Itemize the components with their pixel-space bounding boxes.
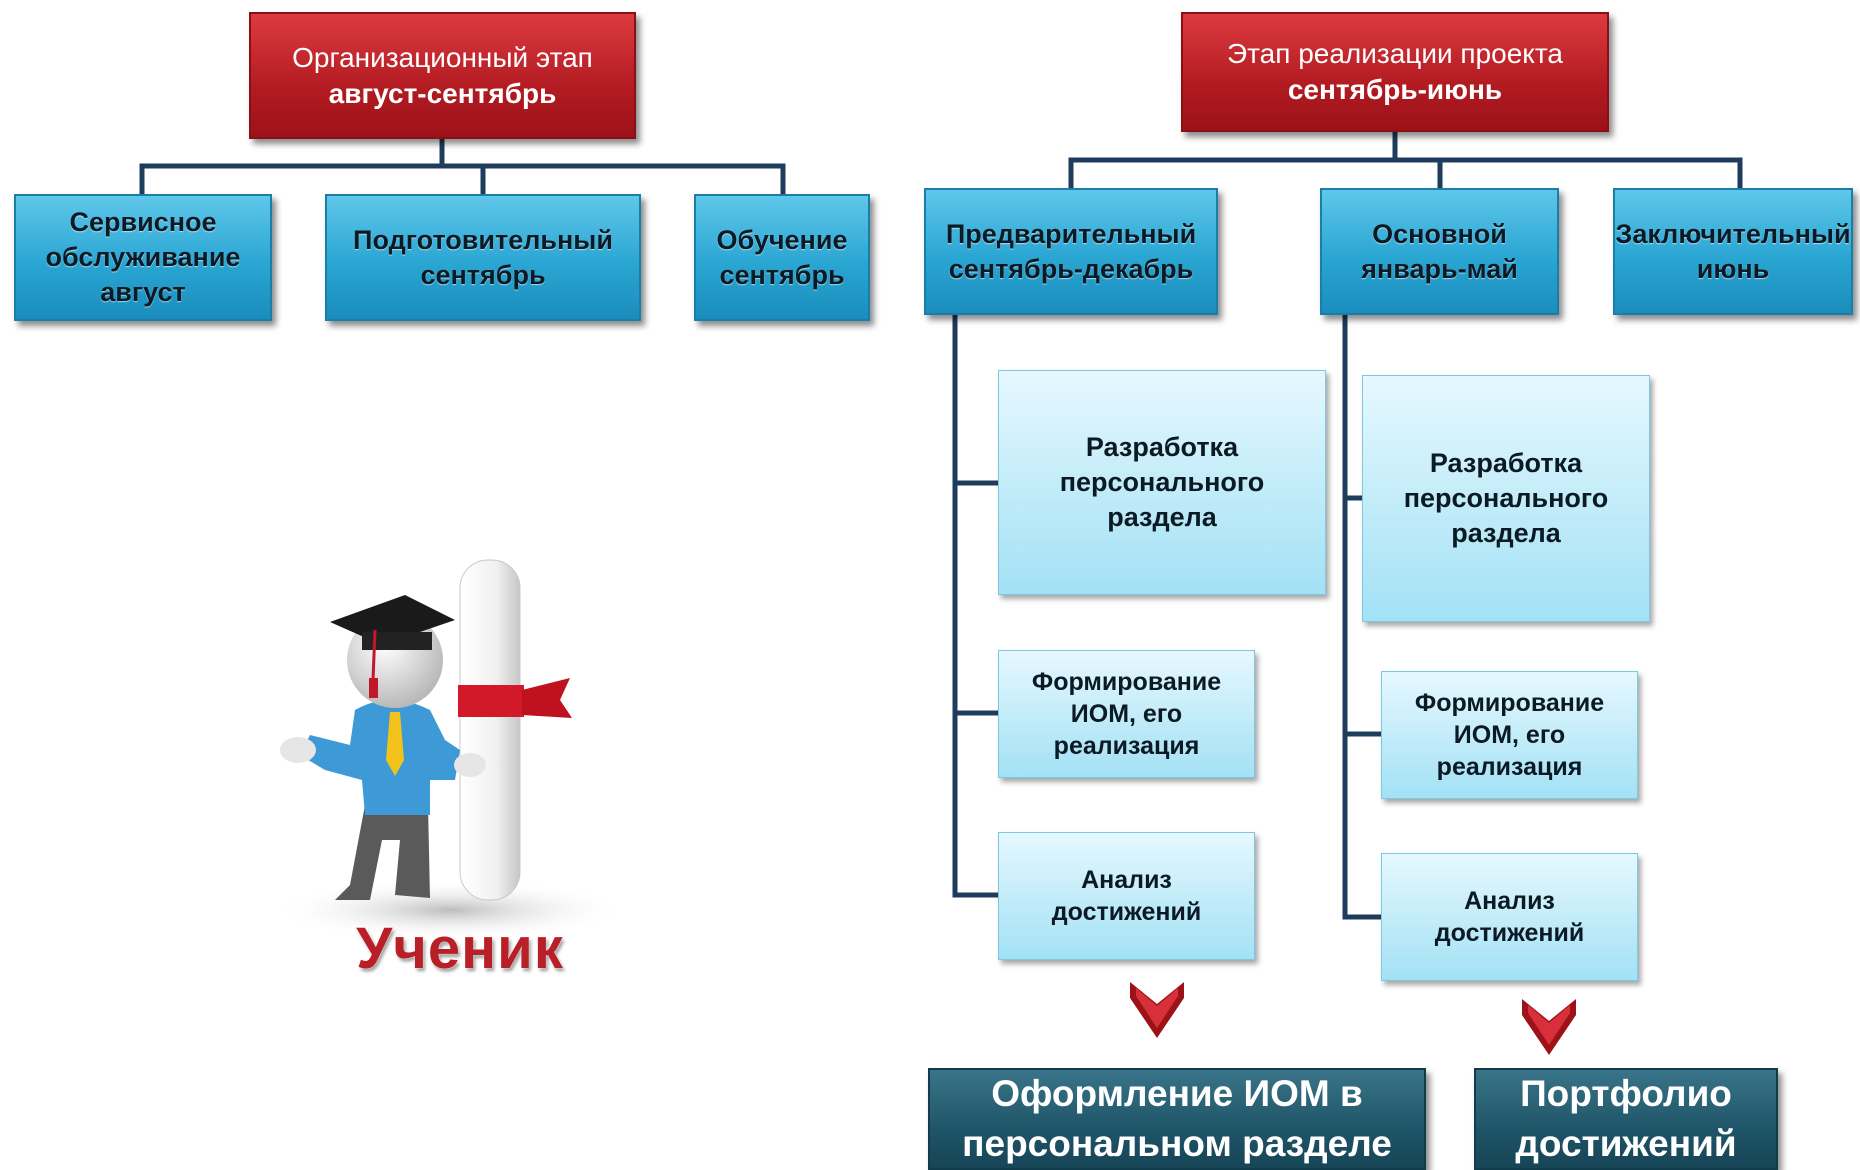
col1-task-3-line2: достижений [1051,898,1202,926]
result-1-line1: Оформление ИОМ в [991,1073,1363,1114]
result-2-line1: Портфолио [1520,1073,1732,1114]
col2-task-analysis: Анализ достижений [1381,853,1638,981]
col2-task-1-line3: раздела [1451,518,1561,548]
stage-training: Обучение сентябрь [694,194,870,321]
stage-service: Сервисное обслуживание август [14,194,272,321]
stage-final: Заключительный июнь [1613,188,1853,315]
col1-task-1-line2: персонального [1059,467,1265,497]
down-arrow-icon [1130,982,1184,1038]
stage-training-title: Обучение [716,224,848,255]
stage-final-period: июнь [1696,253,1770,284]
col2-task-2-line3: реализация [1436,753,1583,781]
organizational-stage-title: Организационный этап [292,41,593,73]
result-achievements-portfolio: Портфолио достижений [1474,1068,1778,1170]
stage-service-line2: обслуживание [45,242,241,272]
organizational-stage-period: август-сентябрь [328,77,557,109]
stage-preliminary: Предварительный сентябрь-декабрь [924,188,1218,315]
result-iom-in-personal-section: Оформление ИОМ в персональном разделе [928,1068,1426,1170]
stage-preliminary-title: Предварительный [945,218,1197,249]
col1-task-personal-section: Разработка персонального раздела [998,370,1326,595]
stage-preparatory: Подготовительный сентябрь [325,194,641,321]
stage-preparatory-period: сентябрь [420,259,546,290]
stage-service-period: август [100,277,186,307]
stage-main-period: январь-май [1361,253,1518,284]
col2-task-personal-section: Разработка персонального раздела [1362,375,1650,622]
graduate-student-illustration [270,559,630,940]
col1-task-2-line2: ИОМ, его [1070,700,1183,728]
stage-training-period: сентябрь [719,259,845,290]
implementation-stage-header: Этап реализации проекта сентябрь-июнь [1181,12,1609,132]
col1-task-iom: Формирование ИОМ, его реализация [998,650,1255,778]
result-2-line2: достижений [1515,1123,1737,1164]
col1-task-2-line3: реализация [1053,732,1200,760]
col2-task-1-line1: Разработка [1429,448,1583,478]
down-arrow-icon [1522,999,1576,1055]
col1-task-analysis: Анализ достижений [998,832,1255,960]
stage-main-title: Основной [1372,218,1507,249]
result-1-line2: персональном разделе [962,1123,1392,1164]
implementation-stage-period: сентябрь-июнь [1287,74,1503,105]
student-label: Ученик [356,916,564,981]
stage-preliminary-period: сентябрь-декабрь [948,253,1194,284]
stage-preparatory-title: Подготовительный [353,224,613,255]
stage-main: Основной январь-май [1320,188,1559,315]
stage-final-title: Заключительный [1615,218,1851,249]
col2-task-1-line2: персонального [1403,483,1609,513]
col1-task-3-line1: Анализ [1081,866,1172,894]
col2-task-3-line1: Анализ [1464,887,1555,915]
implementation-stage-title: Этап реализации проекта [1227,38,1563,69]
col2-task-iom: Формирование ИОМ, его реализация [1381,671,1638,799]
stage-service-line1: Сервисное [69,207,217,237]
col2-task-2-line2: ИОМ, его [1453,721,1566,749]
col1-task-1-line3: раздела [1107,502,1217,532]
col1-task-2-line1: Формирование [1031,668,1222,696]
col1-task-1-line1: Разработка [1085,432,1239,462]
organizational-stage-header: Организационный этап август-сентябрь [249,12,636,139]
col2-task-3-line2: достижений [1434,919,1585,947]
col2-task-2-line1: Формирование [1414,689,1605,717]
